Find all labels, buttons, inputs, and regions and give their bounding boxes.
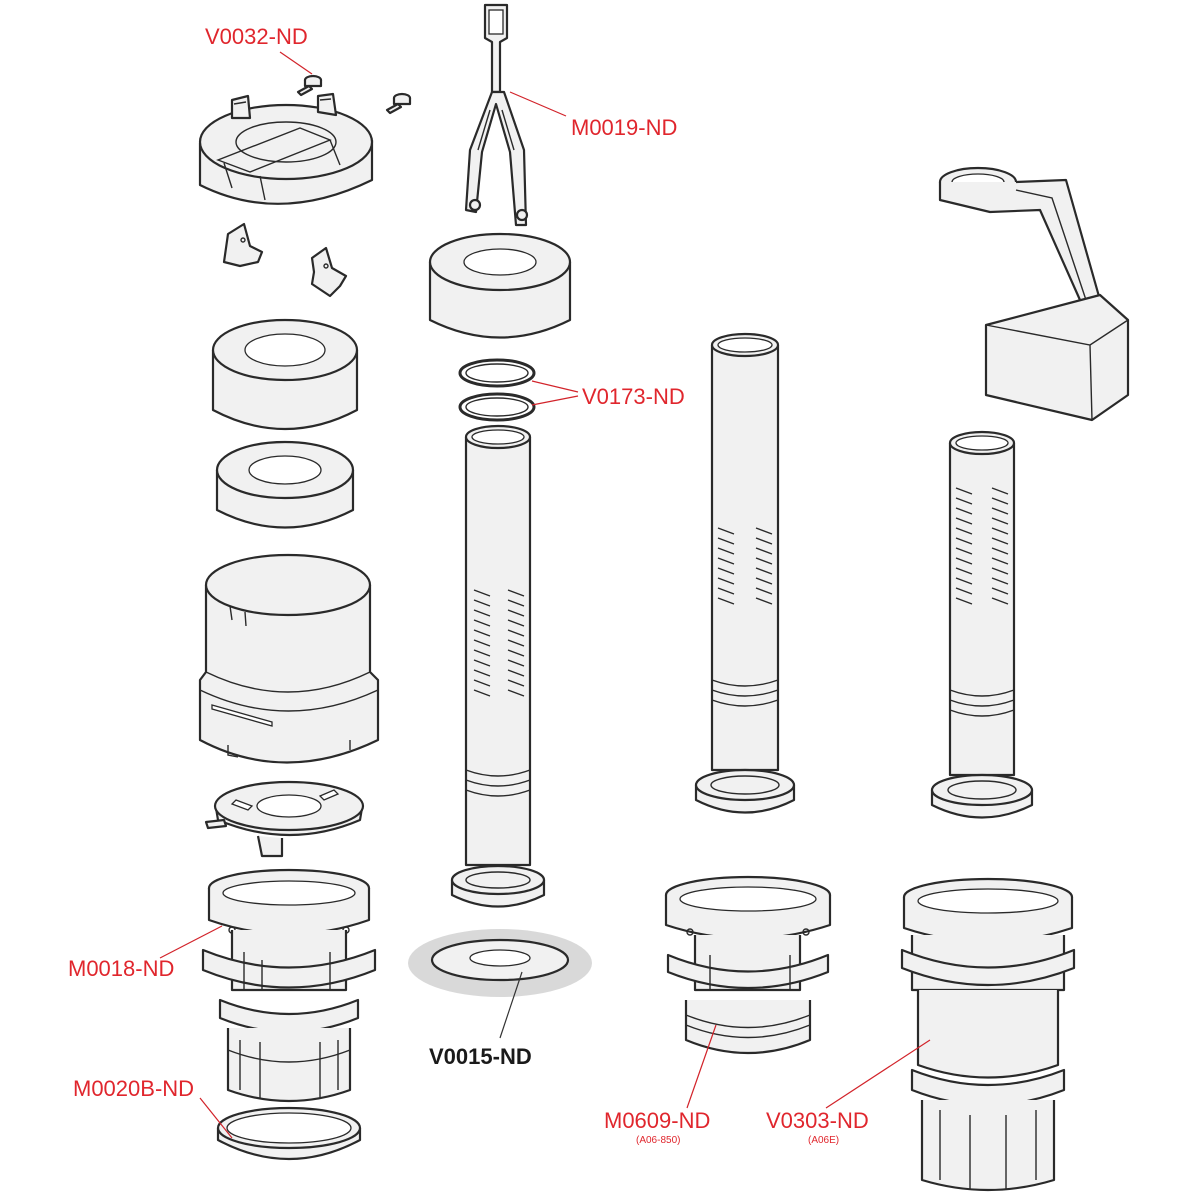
label-m0019: M0019-ND [571, 115, 678, 140]
seal-ring-m0020b-part [216, 1106, 362, 1160]
screw-part [385, 92, 412, 115]
label-m0609: M0609-ND [604, 1108, 711, 1133]
float-cylinder-part [428, 232, 572, 339]
label-m0609-subcode: (A06-850) [636, 1135, 681, 1146]
fork-lever-m0019-part [464, 3, 529, 227]
base-plate-part [204, 780, 365, 858]
label-v0032: V0032-ND [205, 24, 308, 49]
housing-m0018-part [201, 868, 377, 1103]
tube-slot-pattern [473, 589, 525, 697]
ring-cylinder-part [211, 318, 359, 430]
bracket-part [310, 246, 348, 298]
label-m0020b: M0020B-ND [73, 1076, 195, 1101]
screw-part [296, 74, 323, 97]
tube-slot-pattern [717, 527, 773, 605]
o-ring-part [458, 358, 536, 388]
housing-v0303-part [900, 877, 1076, 1192]
label-v0173: V0173-ND [582, 384, 685, 409]
washer-v0015-part [408, 929, 592, 997]
ring-cylinder-part [215, 440, 355, 529]
support-arm-part [938, 166, 1130, 422]
tube-slot-pattern [955, 487, 1009, 605]
label-v0303-subcode: (A06E) [808, 1135, 840, 1146]
bracket-part [222, 222, 264, 268]
overflow-tube-part [930, 430, 1034, 819]
label-m0018: M0018-ND [68, 956, 175, 981]
label-v0303: V0303-ND [766, 1108, 869, 1133]
label-v0015: V0015-ND [429, 1044, 532, 1069]
top-cap-part [198, 92, 374, 205]
float-housing-part [198, 553, 380, 764]
housing-m0609-part [664, 875, 832, 1055]
overflow-tube-part [694, 332, 796, 814]
leader-lines [159, 51, 931, 1139]
overflow-tube-part [450, 424, 546, 908]
o-ring-part [458, 392, 536, 422]
